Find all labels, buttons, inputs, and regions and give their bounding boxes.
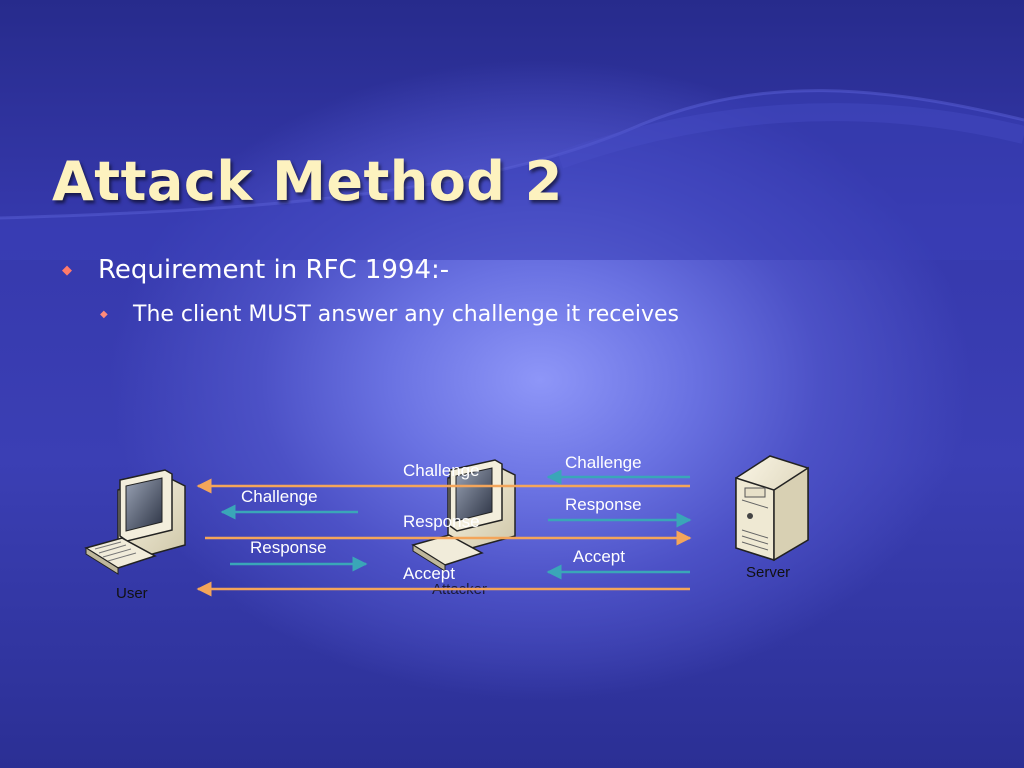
user-label: User (116, 585, 148, 602)
diamond-bullet-icon: ◆ (62, 262, 72, 278)
server-side-challenge-label: Challenge (565, 453, 642, 472)
relay-response-label: Response (403, 512, 480, 531)
server-label: Server (746, 564, 790, 581)
user-side-response-label: Response (250, 538, 327, 557)
slide-title: Attack Method 2 (52, 150, 563, 213)
background-swoosh (0, 89, 1024, 260)
bullet-text: Requirement in RFC 1994:- (98, 255, 450, 285)
server-side-accept-label: Accept (573, 547, 625, 566)
user-computer-icon (84, 469, 186, 575)
user-side-challenge-label: Challenge (241, 487, 318, 506)
bullet-level-2: ◆ The client MUST answer any challenge i… (100, 302, 679, 327)
relay-accept-label: Accept (403, 564, 455, 583)
server-side-response-label: Response (565, 495, 642, 514)
relay-challenge-label: Challenge (403, 461, 480, 480)
server-icon (735, 455, 809, 562)
bullet-level-1: ◆ Requirement in RFC 1994:- (62, 255, 449, 285)
sub-bullet-text: The client MUST answer any challenge it … (133, 302, 680, 327)
small-diamond-bullet-icon: ◆ (100, 309, 108, 320)
